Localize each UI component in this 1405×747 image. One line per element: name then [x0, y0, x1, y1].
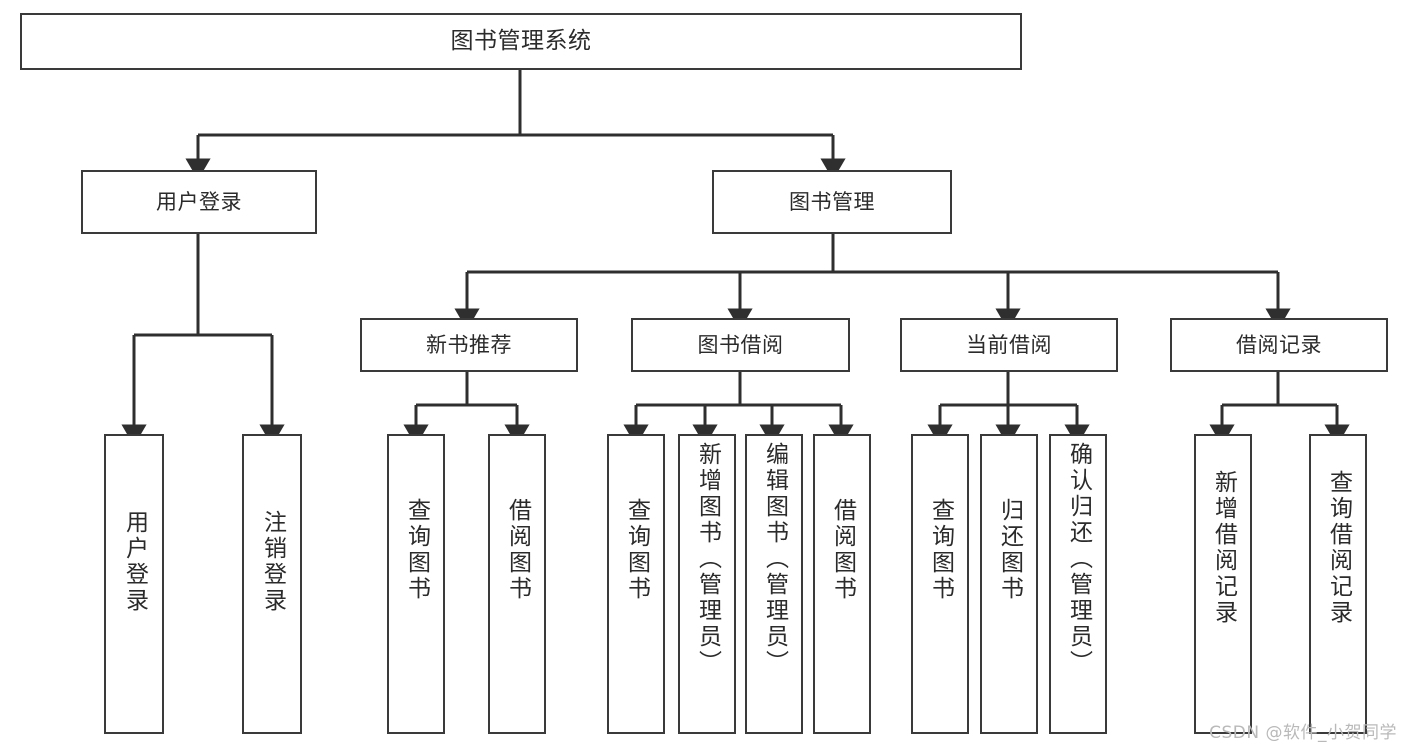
node-label: 编辑图书（管理员）	[761, 442, 788, 676]
node-leaf-user-login[interactable]: 用户登录	[104, 434, 164, 734]
node-leaf-borrow-book[interactable]: 借阅图书	[813, 434, 871, 734]
csdn-watermark: CSDN @软件_小贺同学	[1209, 723, 1397, 743]
node-leaf-logout[interactable]: 注销登录	[242, 434, 302, 734]
node-leaf-edit-book-admin[interactable]: 编辑图书（管理员）	[745, 434, 803, 734]
node-leaf-query-book-current[interactable]: 查询图书	[911, 434, 969, 734]
node-label: 借阅图书	[504, 498, 531, 602]
node-label: 新增借阅记录	[1210, 470, 1237, 626]
node-leaf-add-book-admin[interactable]: 新增图书（管理员）	[678, 434, 736, 734]
node-current-borrow[interactable]: 当前借阅	[900, 318, 1118, 372]
node-label: 用户登录	[156, 189, 242, 214]
node-label: 用户登录	[121, 510, 148, 614]
node-label: 确认归还（管理员）	[1065, 442, 1092, 676]
node-label: 借阅记录	[1236, 332, 1322, 357]
node-leaf-confirm-return-admin[interactable]: 确认归还（管理员）	[1049, 434, 1107, 734]
node-leaf-query-book-recommend[interactable]: 查询图书	[387, 434, 445, 734]
node-leaf-return-book[interactable]: 归还图书	[980, 434, 1038, 734]
node-root-book-management-system[interactable]: 图书管理系统	[20, 13, 1022, 70]
node-leaf-query-borrow-record[interactable]: 查询借阅记录	[1309, 434, 1367, 734]
node-leaf-query-book-borrow[interactable]: 查询图书	[607, 434, 665, 734]
node-leaf-borrow-book-recommend[interactable]: 借阅图书	[488, 434, 546, 734]
node-label: 查询图书	[403, 498, 430, 602]
node-label: 归还图书	[996, 498, 1023, 602]
node-book-borrow[interactable]: 图书借阅	[631, 318, 850, 372]
node-user-login[interactable]: 用户登录	[81, 170, 317, 234]
node-label: 图书管理	[789, 189, 875, 214]
node-leaf-add-borrow-record[interactable]: 新增借阅记录	[1194, 434, 1252, 734]
node-label: 新书推荐	[426, 332, 512, 357]
node-book-management[interactable]: 图书管理	[712, 170, 952, 234]
node-label: 图书管理系统	[450, 27, 592, 54]
node-label: 查询图书	[927, 498, 954, 602]
node-label: 查询图书	[623, 498, 650, 602]
node-label: 新增图书（管理员）	[694, 442, 721, 676]
node-borrow-record[interactable]: 借阅记录	[1170, 318, 1388, 372]
node-label: 借阅图书	[829, 498, 856, 602]
node-new-book-recommend[interactable]: 新书推荐	[360, 318, 578, 372]
node-label: 查询借阅记录	[1325, 470, 1352, 626]
node-label: 当前借阅	[966, 332, 1052, 357]
node-label: 注销登录	[259, 510, 286, 614]
node-label: 图书借阅	[697, 332, 784, 357]
